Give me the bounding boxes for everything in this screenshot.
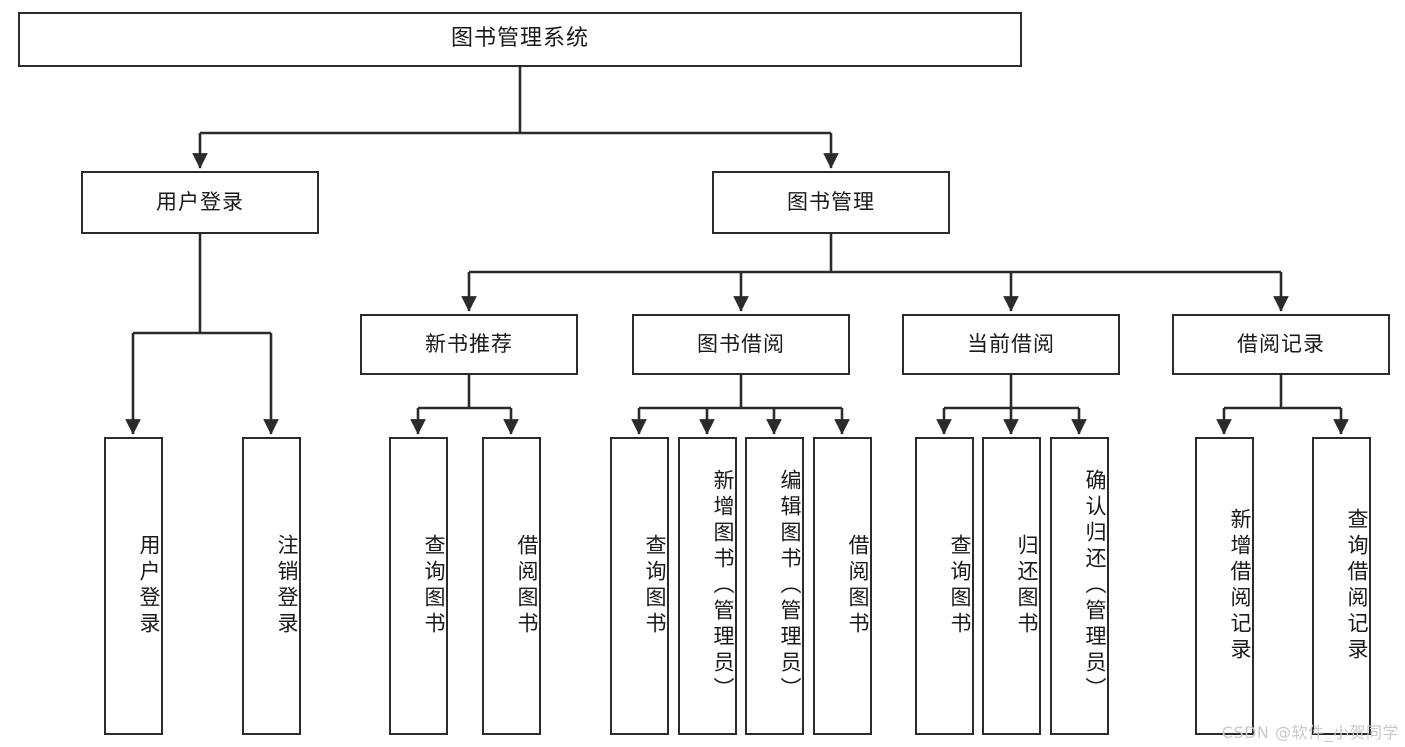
- node-borrow-record-label: 借阅记录: [1237, 331, 1325, 356]
- node-leaf-query-record-label: 查询借阅记录: [1345, 508, 1369, 664]
- node-book-borrow[interactable]: 图书借阅: [632, 314, 850, 375]
- node-leaf-confirm-return[interactable]: 确认归还（管理员）: [1050, 437, 1109, 735]
- node-leaf-query-book-1-label: 查询图书: [422, 534, 446, 638]
- node-new-book-rec-label: 新书推荐: [425, 331, 513, 356]
- node-leaf-logout-label: 注销登录: [275, 534, 299, 638]
- node-leaf-add-book-label: 新增图书（管理员）: [711, 469, 735, 703]
- node-leaf-query-record[interactable]: 查询借阅记录: [1312, 437, 1371, 735]
- node-leaf-return-book-label: 归还图书: [1015, 534, 1039, 638]
- node-leaf-borrow-book-2[interactable]: 借阅图书: [813, 437, 872, 735]
- node-leaf-return-book[interactable]: 归还图书: [982, 437, 1041, 735]
- node-leaf-borrow-book-2-label: 借阅图书: [846, 534, 870, 638]
- node-book-borrow-label: 图书借阅: [697, 331, 785, 356]
- node-root[interactable]: 图书管理系统: [18, 12, 1022, 67]
- node-leaf-add-record-label: 新增借阅记录: [1228, 508, 1252, 664]
- node-leaf-user-login-label: 用户登录: [137, 534, 161, 638]
- node-new-book-rec[interactable]: 新书推荐: [360, 314, 578, 375]
- node-leaf-borrow-book-1-label: 借阅图书: [515, 534, 539, 638]
- node-current-borrow[interactable]: 当前借阅: [902, 314, 1120, 375]
- node-leaf-edit-book[interactable]: 编辑图书（管理员）: [745, 437, 804, 735]
- node-leaf-query-book-2[interactable]: 查询图书: [610, 437, 669, 735]
- node-leaf-add-record[interactable]: 新增借阅记录: [1195, 437, 1254, 735]
- node-root-label: 图书管理系统: [450, 26, 589, 52]
- node-leaf-query-book-3[interactable]: 查询图书: [915, 437, 974, 735]
- node-book-manage[interactable]: 图书管理: [712, 171, 950, 234]
- node-leaf-user-login[interactable]: 用户登录: [104, 437, 163, 735]
- node-leaf-add-book[interactable]: 新增图书（管理员）: [678, 437, 737, 735]
- node-leaf-edit-book-label: 编辑图书（管理员）: [778, 469, 802, 703]
- node-borrow-record[interactable]: 借阅记录: [1172, 314, 1390, 375]
- watermark-text: CSDN @软件_小贺同学: [1221, 723, 1399, 742]
- node-current-borrow-label: 当前借阅: [967, 331, 1055, 356]
- node-book-manage-label: 图书管理: [787, 189, 875, 214]
- node-leaf-confirm-return-label: 确认归还（管理员）: [1083, 469, 1107, 703]
- node-leaf-query-book-3-label: 查询图书: [948, 534, 972, 638]
- node-leaf-logout[interactable]: 注销登录: [242, 437, 301, 735]
- node-leaf-query-book-2-label: 查询图书: [643, 534, 667, 638]
- node-user-login[interactable]: 用户登录: [81, 171, 319, 234]
- node-user-login-label: 用户登录: [156, 189, 244, 214]
- node-leaf-query-book-1[interactable]: 查询图书: [389, 437, 448, 735]
- node-leaf-borrow-book-1[interactable]: 借阅图书: [482, 437, 541, 735]
